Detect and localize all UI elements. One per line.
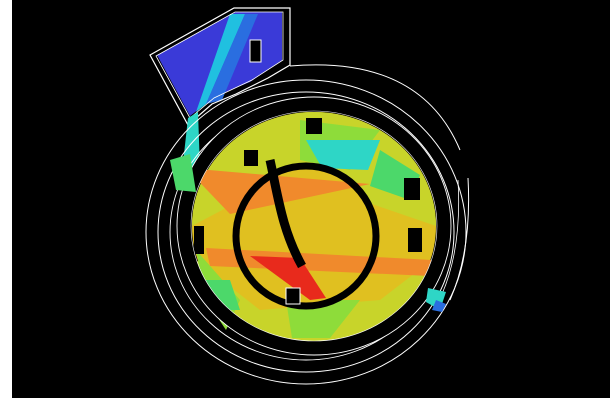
right-wall-arc: [449, 177, 470, 301]
south-east-fixture: [408, 228, 422, 252]
north-fixture-2: [244, 150, 258, 166]
outer-wall-ring-2: [157, 91, 455, 373]
outer-annular-wall-edge: [176, 96, 452, 356]
outer-annular-wall: [177, 97, 451, 355]
main-chamber-teal-sector: [306, 140, 380, 170]
orange-beam: [206, 248, 432, 276]
annex-room-fixture: [249, 39, 262, 63]
left-white-border: [0, 0, 12, 398]
inner-wall-ring: [232, 162, 380, 310]
east-fixture: [404, 178, 420, 200]
west-fixture: [194, 226, 204, 254]
outer-wall-ring-1: [145, 79, 467, 385]
red-beam: [250, 256, 326, 300]
north-fixture: [306, 118, 322, 134]
west-leak-beam: [170, 154, 196, 192]
main-chamber-bottom-band: [196, 260, 432, 346]
lower-door-frame: [285, 287, 301, 305]
right-wall-arc-inner: [441, 179, 460, 295]
main-chamber-bottom-wedge: [286, 300, 360, 338]
inner-wall-divider: [265, 159, 306, 269]
southeast-leak-beam-blue: [432, 300, 446, 312]
annex-room: [149, 7, 291, 126]
outer-annular-wall-inner-edge: [190, 110, 438, 342]
annex-room-cyan-beam: [196, 14, 245, 112]
upper-wall-arc: [289, 64, 461, 151]
inner-walls: [194, 118, 422, 310]
annex-room-blue-band: [206, 14, 258, 104]
